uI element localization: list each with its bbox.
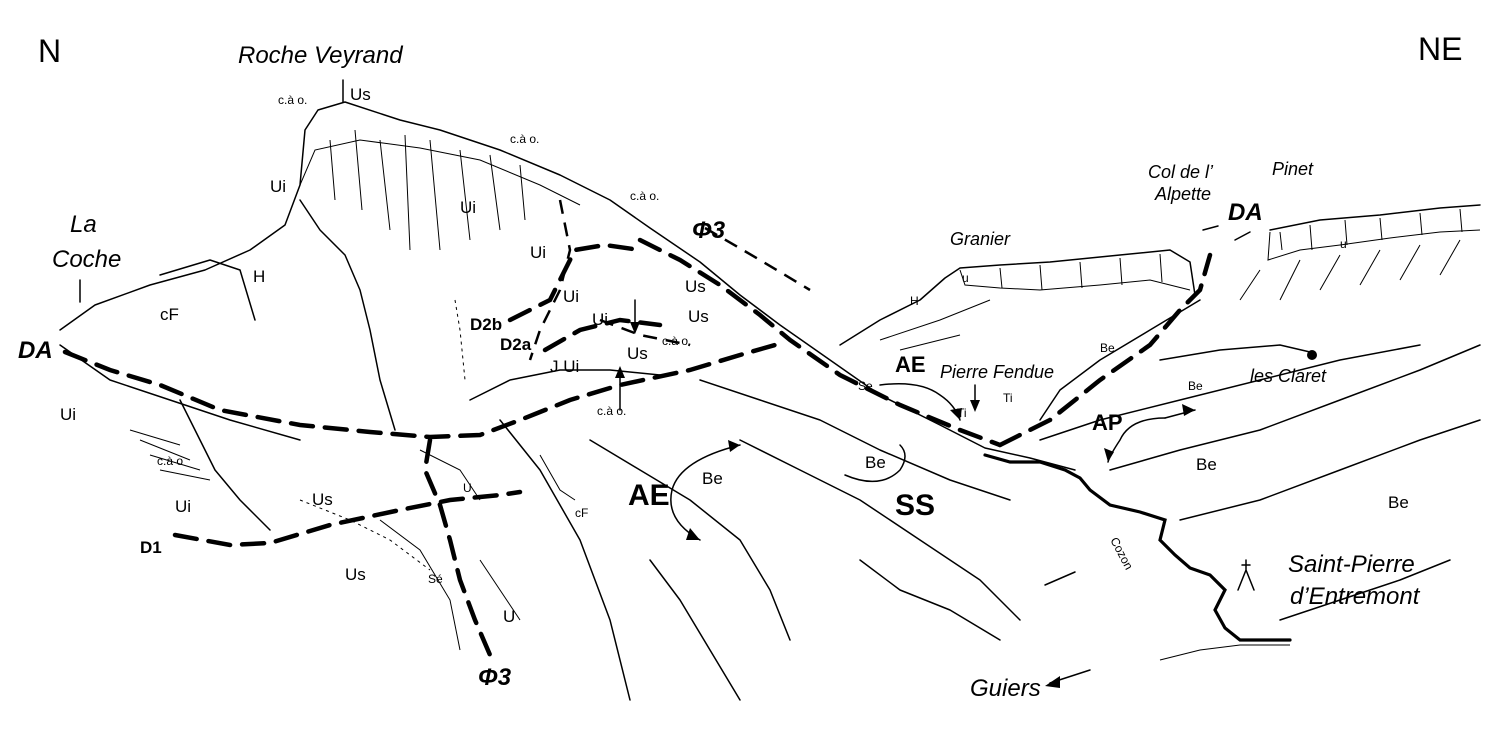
place-saint-pierre-1: Saint-Pierre	[1288, 551, 1415, 578]
svg-text:Ui: Ui	[592, 310, 608, 329]
structure-label-ae-central: AE	[628, 479, 670, 512]
fault-label-d2a: D2a	[500, 335, 532, 354]
svg-text:c.à o.: c.à o.	[597, 404, 626, 418]
svg-text:Us: Us	[345, 565, 366, 584]
svg-text:H: H	[910, 294, 919, 308]
church-icon	[1237, 350, 1317, 591]
fault-da-right	[997, 252, 1213, 448]
svg-text:u: u	[1340, 237, 1347, 251]
svg-text:Us: Us	[312, 490, 333, 509]
svg-text:Ui: Ui	[530, 243, 546, 262]
svg-text:Be: Be	[865, 453, 886, 472]
orientation-northeast: NE	[1418, 31, 1462, 67]
fault-label-phi3-bottom: Φ3	[478, 664, 512, 691]
fault-label-da-right: DA	[1228, 199, 1263, 226]
fault-label-d1: D1	[140, 538, 162, 557]
structure-arrows	[79, 79, 1251, 688]
svg-text:Be: Be	[702, 469, 723, 488]
dotted-contacts	[299, 299, 466, 571]
place-la-coche-2: Coche	[52, 246, 121, 273]
fault-da-main	[62, 342, 778, 440]
fault-d2b	[507, 242, 643, 323]
structure-label-ss: SS	[895, 489, 935, 522]
svg-text:c.à o.: c.à o.	[278, 93, 307, 107]
svg-text:Ti: Ti	[957, 406, 967, 420]
fault-label-phi3-top: Φ3	[692, 217, 726, 244]
svg-text:Be: Be	[1196, 455, 1217, 474]
svg-text:Be: Be	[1188, 379, 1203, 393]
fault-phi3-upper	[637, 237, 1003, 448]
fault-label-d2b: D2b	[470, 315, 502, 334]
svg-text:u: u	[962, 271, 969, 285]
svg-text:Be: Be	[1388, 493, 1409, 512]
svg-text:Ui: Ui	[270, 177, 286, 196]
svg-text:c.à o.: c.à o.	[662, 334, 691, 348]
svg-text:Ui: Ui	[460, 198, 476, 217]
svg-text:Us: Us	[627, 344, 648, 363]
svg-text:Ti: Ti	[1003, 391, 1013, 405]
svg-text:H: H	[253, 267, 265, 286]
svg-text:J Ui: J Ui	[550, 357, 579, 376]
cliff-pinet	[1269, 204, 1481, 231]
svg-text:U: U	[463, 481, 472, 495]
lithology-labels: Us c.à o. c.à o. c.à o. c.à o. c.à o. c.…	[60, 85, 1409, 626]
fault-d2a	[542, 317, 663, 353]
fault-phi3-lower	[422, 437, 493, 658]
structure-label-ae-upper: AE	[895, 352, 926, 377]
river-cozon	[983, 453, 1292, 661]
svg-text:Us: Us	[688, 307, 709, 326]
svg-text:Be: Be	[1100, 341, 1115, 355]
arrow-ae-central	[670, 444, 741, 541]
place-col-alpette-2: Alpette	[1154, 184, 1211, 204]
place-la-coche-1: La	[70, 211, 97, 238]
les-claret-point	[1307, 350, 1317, 360]
labels: N NE Roche Veyrand La Coche Granier Col …	[18, 31, 1462, 702]
svg-text:Ui: Ui	[60, 405, 76, 424]
place-saint-pierre-2: d’Entremont	[1290, 583, 1421, 610]
river-label-cozon: Cozon	[1107, 535, 1136, 572]
place-granier: Granier	[950, 229, 1011, 249]
svg-text:Sé: Sé	[428, 572, 443, 586]
place-pierre-fendue: Pierre Fendue	[940, 362, 1054, 382]
cliff-roche-veyrand	[299, 199, 396, 431]
place-roche-veyrand: Roche Veyrand	[238, 42, 403, 69]
place-col-alpette-1: Col de l’	[1148, 162, 1214, 182]
svg-text:Us: Us	[350, 85, 371, 104]
place-pinet: Pinet	[1272, 159, 1314, 179]
fault-d1	[172, 489, 523, 548]
svg-text:Se: Se	[858, 379, 873, 393]
fault-label-da-left: DA	[18, 337, 53, 364]
cliff-granier	[839, 249, 1196, 346]
structure-label-ap: AP	[1092, 410, 1123, 435]
svg-text:cF: cF	[160, 305, 179, 324]
svg-text:U: U	[503, 607, 515, 626]
svg-text:Us: Us	[685, 277, 706, 296]
place-guiers: Guiers	[970, 675, 1041, 702]
place-les-claret: les Claret	[1250, 366, 1327, 386]
svg-text:c.à o.: c.à o.	[510, 132, 539, 146]
svg-text:Ui: Ui	[175, 497, 191, 516]
svg-text:c.à o.: c.à o.	[630, 189, 659, 203]
fault-lines	[62, 199, 1213, 658]
svg-text:cF: cF	[575, 506, 588, 520]
orientation-north: N	[38, 33, 61, 69]
svg-text:Ui: Ui	[563, 287, 579, 306]
svg-text:c.à o: c.à o	[157, 454, 183, 468]
landform-outlines	[59, 101, 1481, 701]
